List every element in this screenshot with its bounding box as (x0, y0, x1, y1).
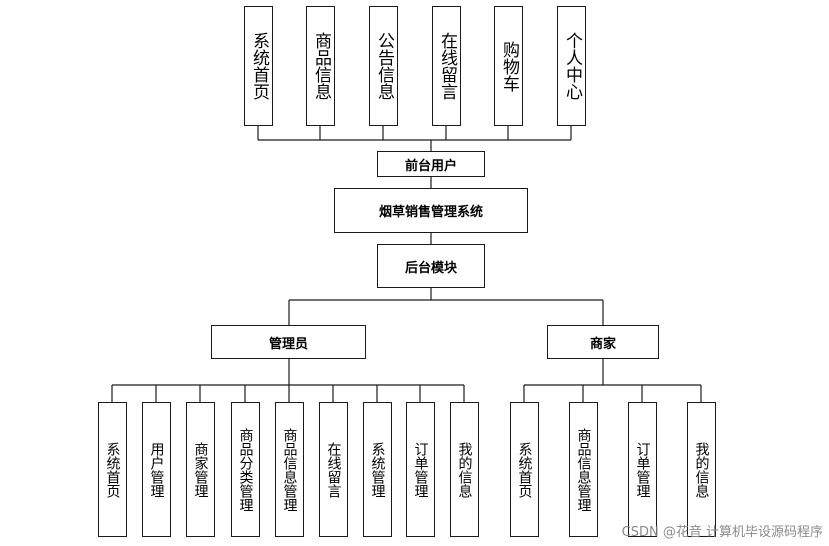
admin-module-categories: 商品分类管理 (231, 402, 260, 537)
admin-module-products: 商品信息管理 (275, 402, 304, 537)
merchant-node: 商家 (547, 325, 659, 359)
admin-module-orders: 订单管理 (406, 402, 435, 537)
merchant-module-products: 商品信息管理 (569, 402, 598, 537)
watermark-text: CSDN @花音 计算机毕设源码程序 (621, 525, 823, 540)
frontend-module-messages: 在线留言 (432, 6, 461, 126)
frontend-module-home: 系统首页 (244, 6, 273, 126)
frontend-module-products: 商品信息 (306, 6, 335, 126)
frontend-module-notices: 公告信息 (369, 6, 398, 126)
merchant-module-myinfo: 我的信息 (687, 402, 716, 537)
backend-node: 后台模块 (377, 244, 485, 288)
merchant-module-orders: 订单管理 (628, 402, 657, 537)
frontend-module-profile: 个人中心 (557, 6, 586, 126)
frontend-module-cart: 购物车 (494, 6, 523, 126)
admin-module-messages: 在线留言 (319, 402, 348, 537)
admin-node: 管理员 (211, 325, 366, 359)
admin-module-merchants: 商家管理 (186, 402, 215, 537)
admin-module-myinfo: 我的信息 (450, 402, 479, 537)
admin-module-system: 系统管理 (363, 402, 392, 537)
admin-module-home: 系统首页 (98, 402, 127, 537)
system-name-node: 烟草销售管理系统 (334, 188, 528, 233)
merchant-module-home: 系统首页 (510, 402, 539, 537)
admin-module-users: 用户管理 (142, 402, 171, 537)
frontend-user-node: 前台用户 (377, 151, 485, 177)
